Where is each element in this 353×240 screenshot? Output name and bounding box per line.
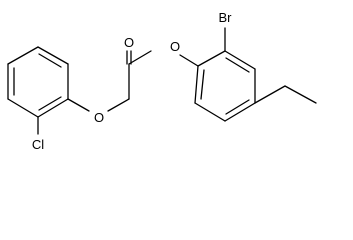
bond-c-ester-o — [128, 50, 152, 65]
double-bond-inner — [38, 53, 62, 68]
double-bond-inner — [200, 69, 205, 100]
bond-o-ch2 — [107, 98, 130, 112]
bond — [194, 102, 226, 122]
bromoethylphenyl-ring — [194, 50, 256, 122]
ester-oxygen-label: O — [170, 39, 180, 54]
bond — [37, 46, 69, 65]
double-bond-inner — [225, 57, 250, 73]
chemical-structure: Cl O O O Br — [7, 10, 317, 152]
ether-oxygen-label: O — [94, 110, 104, 125]
double-bond-inner — [225, 99, 250, 115]
bond — [7, 46, 39, 65]
chlorine-label: Cl — [32, 137, 44, 152]
bond-ch2-ch3 — [284, 85, 317, 104]
bond — [194, 65, 199, 104]
chlorophenyl-ring — [7, 46, 69, 118]
bond — [224, 50, 256, 70]
bond-ester-o-ring — [179, 54, 199, 67]
bond-ring-ch2 — [254, 85, 286, 104]
bond — [197, 50, 226, 67]
double-bond-inner — [38, 96, 62, 111]
bromine-label: Br — [219, 10, 233, 25]
carbonyl-oxygen-label: O — [124, 35, 134, 50]
bond-ring-o — [67, 98, 90, 112]
bond — [224, 102, 256, 122]
bond — [37, 98, 69, 118]
bond — [7, 98, 39, 118]
